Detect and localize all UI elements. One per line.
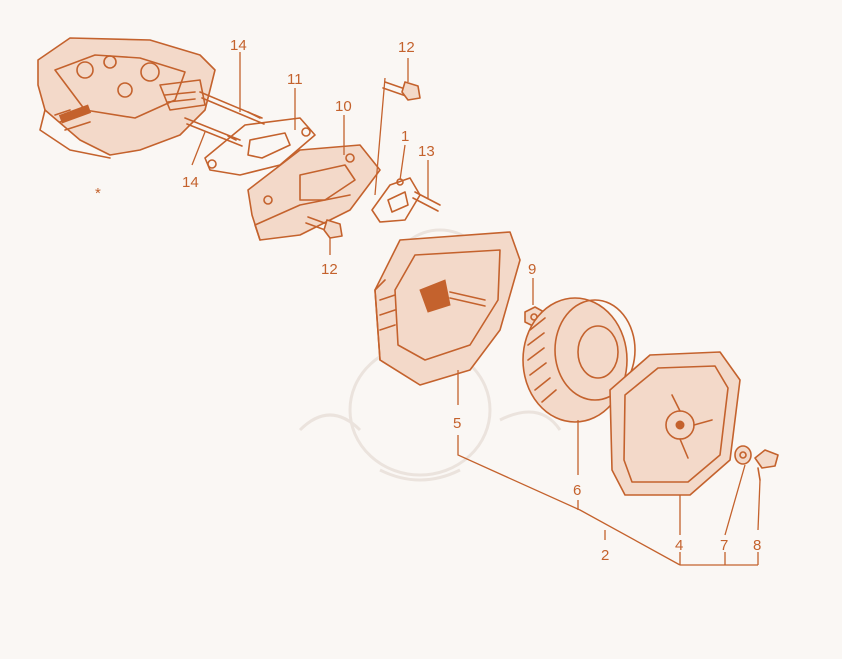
wing-nut-8 bbox=[754, 449, 779, 481]
callout-9: 9 bbox=[528, 261, 536, 278]
callout-4: 4 bbox=[675, 537, 683, 554]
stud-13 bbox=[412, 191, 441, 212]
callout-8: 8 bbox=[753, 537, 761, 554]
gasket-11 bbox=[204, 117, 316, 176]
callout-10: 10 bbox=[335, 98, 352, 115]
filter-housing-5 bbox=[374, 231, 521, 386]
bolt-upper bbox=[382, 81, 421, 101]
callout-14-top: 14 bbox=[230, 37, 247, 54]
filter-cover-4 bbox=[609, 351, 741, 496]
callout-12-top: 12 bbox=[398, 39, 415, 56]
bolt-lower bbox=[305, 216, 343, 239]
callout-14-bottom: 14 bbox=[182, 174, 199, 191]
gasket-1 bbox=[371, 177, 421, 223]
leader-lines bbox=[191, 52, 761, 566]
callout-5: 5 bbox=[453, 415, 461, 432]
callout-13: 13 bbox=[418, 143, 435, 160]
cylinder-head-assembly bbox=[37, 37, 216, 159]
adapter-10 bbox=[247, 144, 381, 241]
callout-star: * bbox=[95, 185, 101, 202]
callout-11: 11 bbox=[287, 71, 303, 88]
washer-7 bbox=[734, 445, 752, 465]
callout-6: 6 bbox=[573, 482, 581, 499]
filter-element-6 bbox=[522, 297, 636, 423]
callout-7: 7 bbox=[720, 537, 728, 554]
stud-lower bbox=[184, 117, 243, 147]
stud-upper bbox=[199, 91, 265, 125]
callout-12-bottom: 12 bbox=[321, 261, 338, 278]
callout-2: 2 bbox=[601, 547, 609, 564]
callout-1: 1 bbox=[401, 128, 409, 145]
